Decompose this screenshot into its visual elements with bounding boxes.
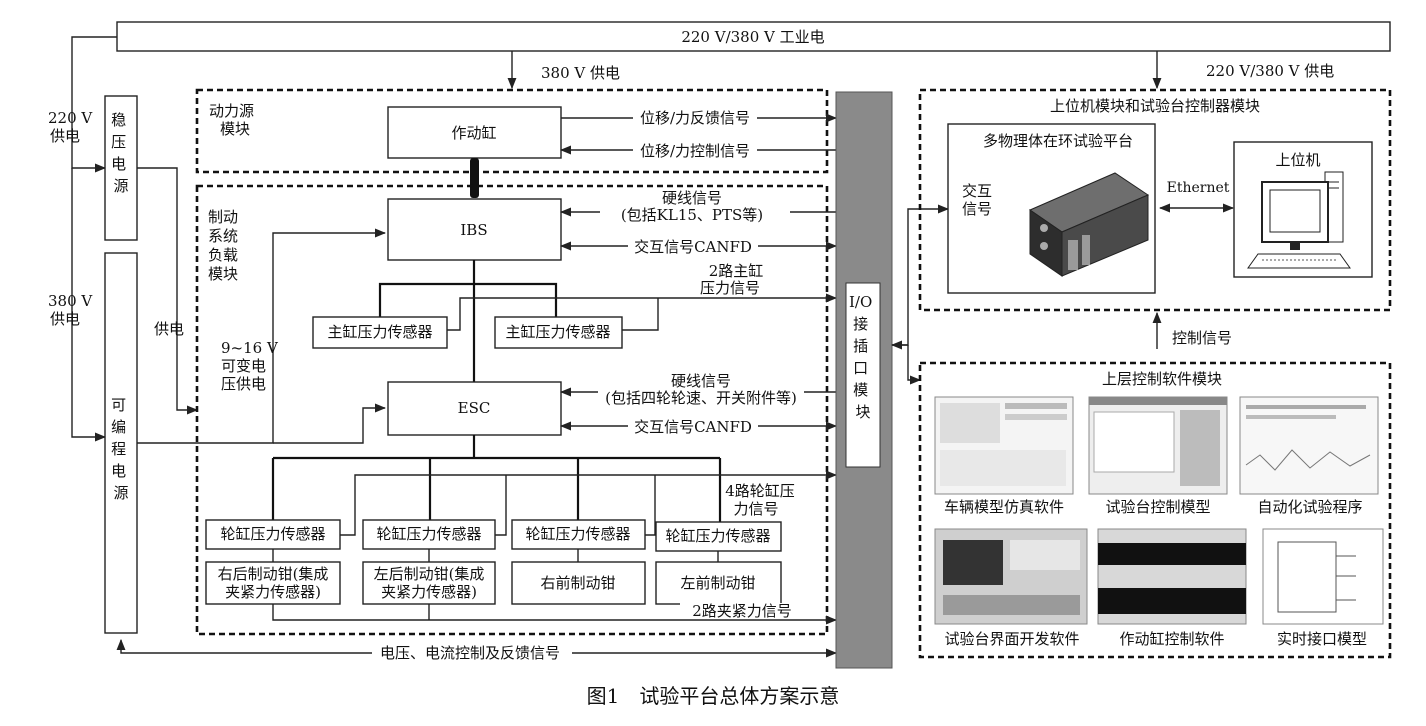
master-sensor-1-label: 主缸压力传感器 [327,323,432,341]
line-220v [71,36,117,173]
power-source-label: 动力源模块 [209,102,254,138]
actuator-box [387,106,562,159]
canfd2-label: 交互信号CANFD [634,418,752,436]
io-module-label: I/O 接 插 口 模 块 [849,293,877,421]
master-sensor-2 [494,316,623,349]
computer-icon [1247,171,1351,269]
wheel-sensor-1-label: 轮缸压力传感器 [220,525,325,543]
ibs-label: IBS [460,221,487,239]
caliper-front-left [655,561,782,605]
industrial-power-label: 220 V/380 V 工业电 [681,28,824,46]
bus-ibs-right [474,282,558,320]
master-sensor-2-label: 主缸压力传感器 [505,323,610,341]
software-3-label: 自动化试验程序 [1257,498,1362,516]
caliper-rear-right [205,561,341,605]
caliper-front-left-label: 左前制动钳 [680,574,755,592]
software-thumb-1 [934,396,1074,495]
software-1-label: 车辆模型仿真软件 [944,498,1064,516]
caliper-rear-left-label: 左后制动钳(集成夹紧力传感器) [374,565,485,601]
supply-host-label: 220 V/380 V 供电 [1206,62,1334,80]
bus-wheel-drops [271,458,722,522]
hardwire2-label: 硬线信号(包括四轮轮速、开关附件等) [605,372,797,407]
host-module [918,88,1392,312]
master-sensor-1 [312,316,448,349]
io-module-box [845,282,881,468]
software-thumb-2 [1088,396,1228,495]
software-5-label: 作动缸控制软件 [1119,630,1224,648]
figure-caption: 图1 试验平台总体方案示意 [587,684,840,708]
wheel-sensor-2-label: 轮缸压力传感器 [376,525,481,543]
caliper-front-right-label: 右前制动钳 [540,574,615,592]
actuator-label: 作动缸 [451,124,496,142]
ethernet-label: Ethernet [1167,180,1230,196]
disp-control-label: 位移/力控制信号 [640,142,750,160]
regulated-power-label: 稳 压 电 源 [111,111,131,195]
line-master-pressure-2 [622,298,659,331]
gongdian-label: 供电 [154,320,184,338]
software-thumb-3 [1239,396,1379,495]
line-io-software [907,345,922,385]
wheel-sensor-4-label: 轮缸压力传感器 [665,527,770,545]
wheel-sensor-3-label: 轮缸压力传感器 [525,525,630,543]
host-module-title: 上位机模块和试验台控制器模块 [1050,97,1260,115]
actuator-rod [470,158,479,198]
power-source-module [195,88,829,174]
clamp-force-label: 2路夹紧力信号 [692,602,792,620]
wheel-sensor-1 [205,519,341,550]
software-thumb-5 [1097,528,1247,625]
host-pc-label: 上位机 [1275,151,1320,169]
bus-ibs-left [378,260,476,320]
wheel-sensor-3 [511,519,646,550]
esc-label: ESC [458,399,491,417]
vi-control-label: 电压、电流控制及反馈信号 [380,644,560,662]
line-regulated-supply [137,167,199,415]
canfd1-label: 交互信号CANFD [634,238,752,256]
line-variable-ibs [137,228,387,444]
interactive-signal-label: 交互信号 [962,182,992,218]
ibs-box [387,198,562,261]
software-thumb-6 [1262,528,1384,625]
line-master-pressure-1 [447,293,838,331]
supply-380v-label: 380 V 供电 [541,64,620,82]
master-pressure-label: 2路主缸压力信号 [700,262,763,297]
programmable-power-label: 可 编 程 电 源 [111,396,131,502]
software-6-label: 实时接口模型 [1277,630,1367,648]
wheel-pressure-label: 4路轮缸压力信号 [725,482,795,518]
wheel-sensor-4 [655,521,782,552]
regulated-power-box [104,95,138,241]
line-380v [71,168,107,442]
control-signal-label: 控制信号 [1172,329,1232,347]
brake-load-module [195,184,829,636]
line-wheel-pressure-joins [495,475,656,536]
upper-software-module [918,361,1392,659]
brake-load-label: 制动 系统 负载 模块 [208,208,243,283]
caliper-rear-left [362,561,496,605]
caliper-front-right [511,561,646,605]
variable-voltage-label: 9~16 V 可变电 压供电 [221,339,283,393]
line-wheel-pressure [340,470,838,536]
sensor-caliper-links [272,549,719,562]
caliper-rear-right-label: 右后制动钳(集成夹紧力传感器) [218,565,329,601]
rack-device-icon [1028,172,1150,277]
software-4-label: 试验台界面开发软件 [944,630,1079,648]
mpil-title: 多物理体在环试验平台 [983,132,1133,150]
upper-software-title: 上层控制软件模块 [1102,370,1222,388]
software-thumb-4 [934,528,1088,625]
hardwire1-label: 硬线信号(包括KL15、PTS等) [621,189,763,224]
line-clamp-force [272,604,838,625]
line-variable-esc [273,403,387,444]
disp-feedback-label: 位移/力反馈信号 [640,109,750,127]
line-vi-control [116,638,838,658]
software-2-label: 试验台控制模型 [1105,498,1210,516]
